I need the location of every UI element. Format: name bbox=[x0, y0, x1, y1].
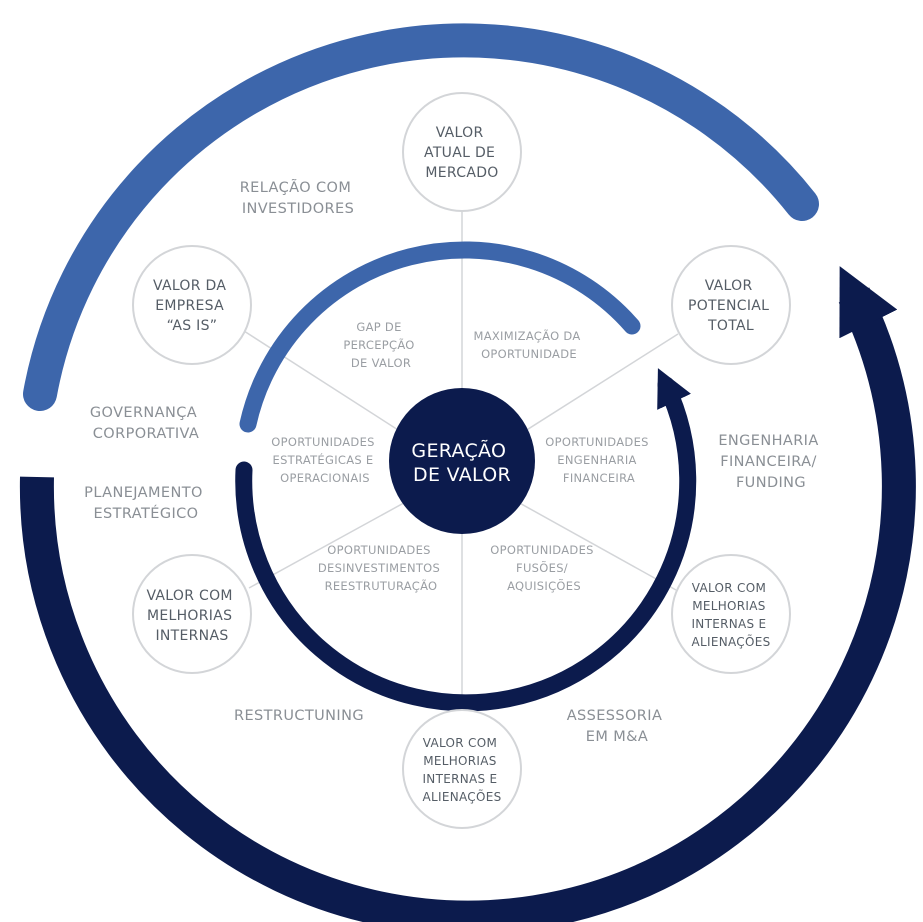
label-investor-relations: RELAÇÃO COM INVESTIDORES bbox=[240, 179, 357, 217]
label-governance-line: CORPORATIVA bbox=[93, 426, 200, 442]
node-lower-left-circle bbox=[132, 554, 252, 674]
node-lower-left-line: INTERNAS bbox=[155, 628, 228, 644]
node-top-line: MERCADO bbox=[425, 165, 498, 181]
node-bottom-line: MELHORIAS bbox=[423, 754, 497, 768]
outer-navy-arc bbox=[19, 266, 916, 922]
hub-circle bbox=[389, 388, 535, 534]
node-lower-right-line: VALOR COM bbox=[692, 581, 766, 595]
node-lower-right-line: INTERNAS E bbox=[691, 617, 766, 631]
label-investor-relations-line: RELAÇÃO COM bbox=[240, 179, 352, 196]
node-lower-left-line: VALOR COM bbox=[146, 588, 232, 604]
sector-mergers-line: OPORTUNIDADES bbox=[490, 543, 593, 557]
node-upper-right-line: TOTAL bbox=[707, 318, 754, 334]
sector-maximization-line: MAXIMIZAÇÃO DA bbox=[473, 328, 580, 343]
node-lower-right-circle bbox=[671, 554, 791, 674]
sector-strategic-ops: OPORTUNIDADES ESTRATÉGICAS E OPERACIONAI… bbox=[271, 435, 378, 485]
node-upper-right-line: VALOR bbox=[705, 278, 753, 294]
label-strategic-planning-line: ESTRATÉGICO bbox=[94, 505, 199, 522]
node-bottom-line: VALOR COM bbox=[423, 736, 497, 750]
node-lower-right-line: MELHORIAS bbox=[692, 599, 766, 613]
node-lower-left-line: MELHORIAS bbox=[147, 608, 232, 624]
sector-divestment-line: OPORTUNIDADES bbox=[327, 543, 430, 557]
sector-maximization: MAXIMIZAÇÃO DA OPORTUNIDADE bbox=[473, 328, 584, 361]
sector-divestment-line: REESTRUTURAÇÃO bbox=[325, 578, 438, 593]
hub-label: GERAÇÃO DE VALOR bbox=[411, 439, 512, 486]
outer-light-blue-arc bbox=[23, 23, 819, 411]
sector-strategic-ops-line: OPORTUNIDADES bbox=[271, 435, 374, 449]
node-bottom-circle bbox=[402, 709, 522, 829]
label-financial-engineering-line: ENGENHARIA bbox=[718, 433, 818, 449]
node-upper-right-line: POTENCIAL bbox=[688, 298, 769, 314]
label-investor-relations-line: INVESTIDORES bbox=[242, 201, 354, 217]
node-bottom-line: ALIENAÇÕES bbox=[422, 789, 501, 804]
sector-divestment-line: DESINVESTIMENTOS bbox=[318, 561, 440, 575]
sector-fin-engineering-line: OPORTUNIDADES bbox=[545, 435, 648, 449]
node-bottom-line: INTERNAS E bbox=[422, 772, 497, 786]
node-lower-left-label: VALOR COM MELHORIAS INTERNAS bbox=[146, 588, 237, 644]
sector-fin-engineering-line: FINANCEIRA bbox=[563, 471, 635, 485]
node-upper-left-circle bbox=[132, 245, 252, 365]
sector-mergers: OPORTUNIDADES FUSÕES/ AQUISIÇÕES bbox=[490, 543, 597, 593]
sector-value-gap-line: GAP DE bbox=[356, 320, 401, 334]
hub-line-1: GERAÇÃO bbox=[411, 439, 506, 462]
sector-strategic-ops-line: OPERACIONAIS bbox=[280, 471, 370, 485]
node-bottom-label: VALOR COM MELHORIAS INTERNAS E ALIENAÇÕE… bbox=[422, 736, 501, 804]
inner-light-blue-arc bbox=[239, 241, 641, 433]
sector-value-gap-line: DE VALOR bbox=[351, 356, 411, 370]
node-upper-left-line: EMPRESA bbox=[155, 298, 224, 314]
label-restructuring: RESTRUCTUNING bbox=[234, 708, 364, 724]
label-financial-engineering-line: FUNDING bbox=[736, 475, 806, 491]
sector-mergers-line: FUSÕES/ bbox=[516, 560, 568, 575]
node-upper-left-label: VALOR DA EMPRESA “AS IS” bbox=[153, 278, 231, 334]
label-ma-advisory-line: EM M&A bbox=[586, 729, 648, 745]
label-strategic-planning: PLANEJAMENTO ESTRATÉGICO bbox=[84, 485, 208, 522]
label-governance: GOVERNANÇA CORPORATIVA bbox=[90, 405, 202, 442]
sector-fin-engineering: OPORTUNIDADES ENGENHARIA FINANCEIRA bbox=[545, 435, 652, 485]
sector-value-gap: GAP DE PERCEPÇÃO DE VALOR bbox=[343, 320, 418, 370]
node-top-label: VALOR ATUAL DE MERCADO bbox=[424, 125, 500, 181]
label-restructuring-line: RESTRUCTUNING bbox=[234, 708, 364, 724]
node-upper-left-line: VALOR DA bbox=[153, 278, 226, 294]
inner-navy-arc bbox=[235, 368, 697, 712]
node-top-line: VALOR bbox=[436, 125, 484, 141]
node-top-circle bbox=[402, 92, 522, 212]
hub-line-2: DE VALOR bbox=[413, 464, 511, 486]
label-financial-engineering-line: FINANCEIRA/ bbox=[720, 454, 816, 470]
sector-fin-engineering-line: ENGENHARIA bbox=[557, 453, 636, 467]
sector-value-gap-line: PERCEPÇÃO bbox=[343, 337, 414, 352]
sector-strategic-ops-line: ESTRATÉGICAS E bbox=[273, 452, 374, 467]
sector-mergers-line: AQUISIÇÕES bbox=[507, 578, 581, 593]
sector-maximization-line: OPORTUNIDADE bbox=[481, 347, 577, 361]
label-financial-engineering: ENGENHARIA FINANCEIRA/ FUNDING bbox=[718, 433, 823, 491]
node-lower-right-label: VALOR COM MELHORIAS INTERNAS E ALIENAÇÕE… bbox=[691, 581, 770, 649]
label-strategic-planning-line: PLANEJAMENTO bbox=[84, 485, 203, 501]
node-top-line: ATUAL DE bbox=[424, 145, 495, 161]
label-ma-advisory: ASSESSORIA EM M&A bbox=[567, 708, 668, 745]
node-lower-right-line: ALIENAÇÕES bbox=[691, 634, 770, 649]
node-upper-left-line: “AS IS” bbox=[167, 318, 218, 334]
label-ma-advisory-line: ASSESSORIA bbox=[567, 708, 663, 724]
label-governance-line: GOVERNANÇA bbox=[90, 405, 197, 421]
sector-divestment: OPORTUNIDADES DESINVESTIMENTOS REESTRUTU… bbox=[318, 543, 444, 593]
node-upper-right-circle bbox=[671, 245, 791, 365]
node-upper-right-label: VALOR POTENCIAL TOTAL bbox=[688, 278, 774, 334]
